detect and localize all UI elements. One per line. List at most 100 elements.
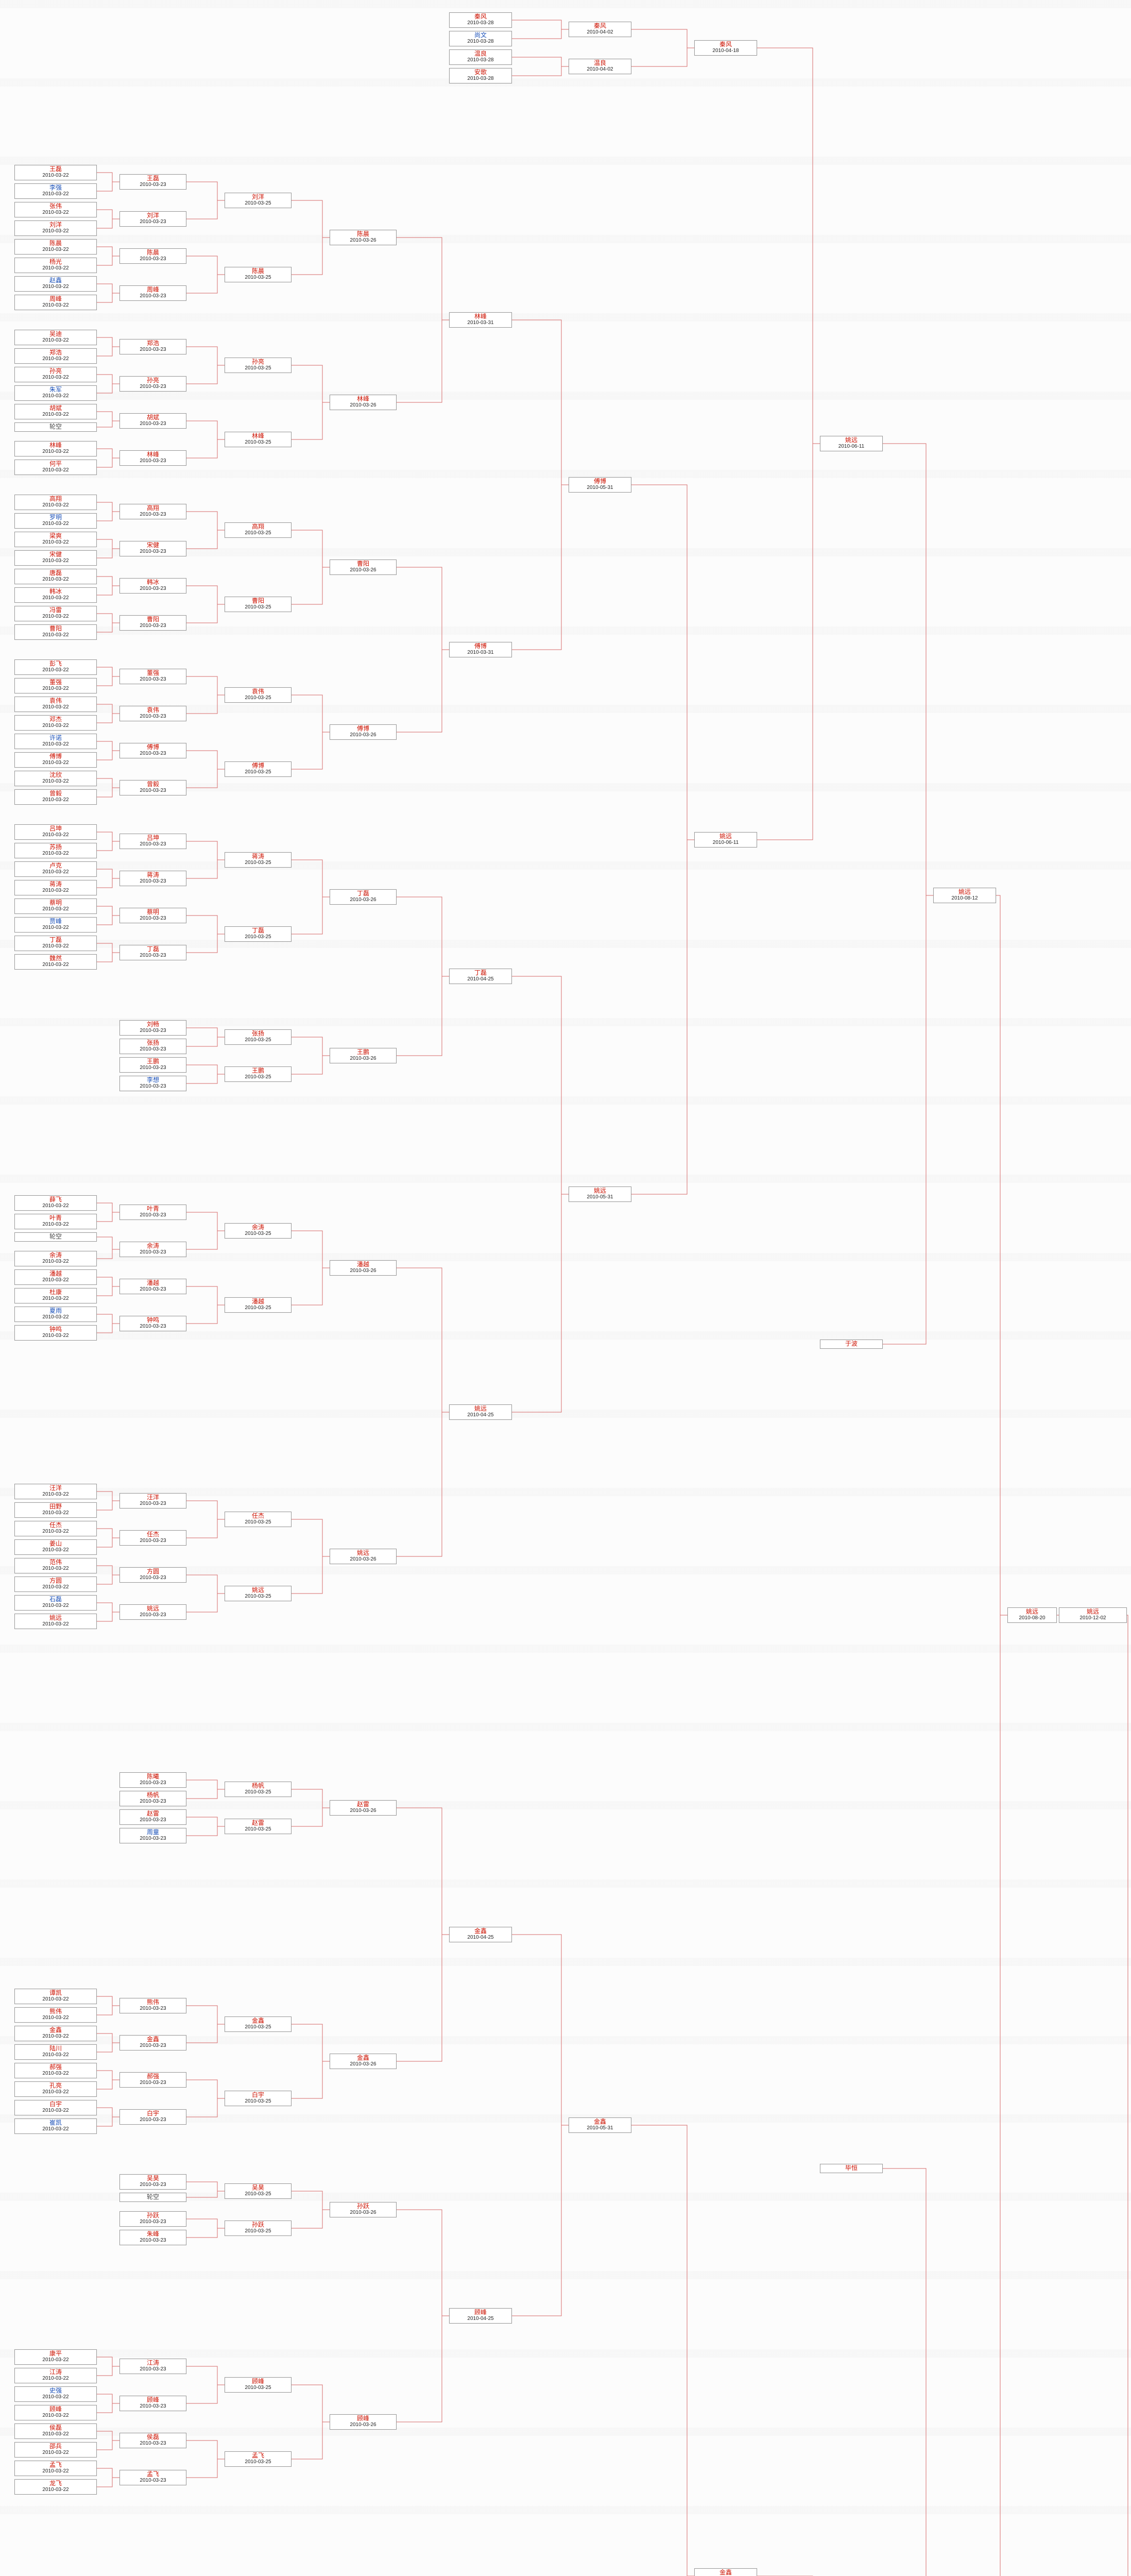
player-name-link[interactable]: 秦风 [474, 13, 487, 20]
player-name-link[interactable]: 刘洋 [251, 194, 264, 200]
player-name-link[interactable]: 白宇 [251, 2092, 264, 2098]
player-name-link[interactable]: 邵兵 [49, 2443, 62, 2450]
player-name-link[interactable]: 杨光 [49, 259, 62, 265]
player-name-link[interactable]: 姚远 [474, 1405, 487, 1412]
player-name-link[interactable]: 胡斌 [146, 414, 159, 421]
player-name-link[interactable]: 顾峰 [146, 2397, 159, 2403]
player-name-link[interactable]: 孙亮 [146, 377, 159, 384]
player-name-link[interactable]: 石磊 [49, 1596, 62, 1603]
player-name-link[interactable]: 张扬 [251, 1030, 264, 1037]
player-name-link[interactable]: 余涛 [146, 1243, 159, 1249]
player-name-link[interactable]: 魏然 [49, 955, 62, 962]
player-name-link[interactable]: 曾毅 [146, 781, 159, 788]
player-name-link[interactable]: 傅博 [593, 478, 606, 485]
player-name-link[interactable]: 温良 [593, 60, 606, 66]
player-name-link[interactable]: 姚远 [845, 437, 858, 444]
player-name-link[interactable]: 温良 [474, 50, 487, 57]
player-name-link[interactable]: 范伟 [49, 1559, 62, 1566]
player-name-link[interactable]: 林峰 [356, 396, 369, 402]
player-name-link[interactable]: 孟飞 [49, 2462, 62, 2468]
player-name-link[interactable]: 顾峰 [474, 2309, 487, 2316]
player-name-link[interactable]: 毕恒 [845, 2165, 858, 2172]
player-name-link[interactable]: 任杰 [146, 1531, 159, 1538]
player-name-link[interactable]: 任杰 [49, 1522, 62, 1529]
player-name-link[interactable]: 袁伟 [49, 698, 62, 704]
player-name-link[interactable]: 韩冰 [49, 588, 62, 595]
player-name-link[interactable]: 贾峰 [49, 918, 62, 925]
player-name-link[interactable]: 顾峰 [251, 2378, 264, 2385]
player-name-link[interactable]: 曾毅 [49, 790, 62, 797]
player-name-link[interactable]: 张伟 [49, 203, 62, 210]
player-name-link[interactable]: 周峰 [146, 286, 159, 293]
player-name-link[interactable]: 钟鸣 [146, 1317, 159, 1324]
player-name-link[interactable]: 方圆 [49, 1578, 62, 1584]
player-name-link[interactable]: 蔡明 [146, 909, 159, 916]
player-name-link[interactable]: 孟飞 [146, 2471, 159, 2478]
player-name-link[interactable]: 赵雷 [251, 1820, 264, 1826]
player-name-link[interactable]: 孟飞 [251, 2452, 264, 2459]
player-name-link[interactable]: 吕坤 [49, 825, 62, 832]
player-name-link[interactable]: 陆川 [49, 2045, 62, 2052]
player-name-link[interactable]: 姚远 [251, 1587, 264, 1594]
player-name-link[interactable]: 杨帆 [146, 1792, 159, 1799]
player-name-link[interactable]: 高翔 [49, 496, 62, 502]
player-name-link[interactable]: 韩冰 [146, 579, 159, 586]
player-name-link[interactable]: 周童 [146, 1829, 159, 1836]
player-name-link[interactable]: 赵雷 [356, 1801, 369, 1808]
player-name-link[interactable]: 孔亮 [49, 2082, 62, 2089]
player-name-link[interactable]: 顾峰 [356, 2415, 369, 2422]
player-name-link[interactable]: 傅博 [474, 643, 487, 650]
player-name-link[interactable]: 杨帆 [251, 1783, 264, 1789]
player-name-link[interactable]: 丁磊 [146, 946, 159, 953]
player-name-link[interactable]: 卢克 [49, 862, 62, 869]
player-name-link[interactable]: 余涛 [49, 1252, 62, 1259]
player-name-link[interactable]: 曹阳 [356, 561, 369, 567]
player-name-link[interactable]: 于波 [845, 1341, 858, 1347]
player-name-link[interactable]: 曹阳 [49, 625, 62, 632]
player-name-link[interactable]: 李想 [146, 1077, 159, 1083]
player-name-link[interactable]: 曹阳 [251, 598, 264, 604]
player-name-link[interactable]: 赵鑫 [49, 277, 62, 284]
player-name-link[interactable]: 曹阳 [146, 616, 159, 623]
player-name-link[interactable]: 安歌 [474, 69, 487, 76]
player-name-link[interactable]: 薛飞 [49, 1196, 62, 1203]
player-name-link[interactable]: 郝强 [146, 2073, 159, 2080]
player-name-link[interactable]: 傅博 [49, 753, 62, 760]
player-name-link[interactable]: 熊伟 [146, 1999, 159, 2006]
player-name-link[interactable]: 江涛 [146, 2360, 159, 2366]
player-name-link[interactable]: 尚文 [474, 32, 487, 39]
player-name-link[interactable]: 陈晨 [356, 231, 369, 238]
player-name-link[interactable]: 朱军 [49, 386, 62, 393]
player-name-link[interactable]: 吕坤 [146, 835, 159, 841]
player-name-link[interactable]: 姚远 [49, 1615, 62, 1621]
player-name-link[interactable]: 钟鸣 [49, 1326, 62, 1333]
player-name-link[interactable]: 林峰 [251, 433, 264, 439]
player-name-link[interactable]: 朱峰 [146, 2231, 159, 2238]
player-name-link[interactable]: 孙跃 [251, 2222, 264, 2228]
player-name-link[interactable]: 刘畅 [146, 1021, 159, 1028]
player-name-link[interactable]: 康平 [49, 2350, 62, 2357]
player-name-link[interactable]: 苏扬 [49, 844, 62, 851]
player-name-link[interactable]: 姚远 [958, 889, 971, 895]
player-name-link[interactable]: 金鑫 [593, 2119, 606, 2125]
player-name-link[interactable]: 许诺 [49, 735, 62, 741]
player-name-link[interactable]: 侯磊 [146, 2434, 159, 2441]
player-name-link[interactable]: 傅博 [251, 762, 264, 769]
player-name-link[interactable]: 杜康 [49, 1289, 62, 1296]
player-name-link[interactable]: 江涛 [49, 2369, 62, 2376]
player-name-link[interactable]: 陈晨 [251, 268, 264, 275]
player-name-link[interactable]: 刘洋 [49, 222, 62, 228]
player-name-link[interactable]: 吴迪 [49, 331, 62, 337]
player-name-link[interactable]: 赵雷 [146, 1810, 159, 1817]
player-name-link[interactable]: 秦风 [593, 23, 606, 29]
player-name-link[interactable]: 丁磊 [49, 937, 62, 943]
player-name-link[interactable]: 李强 [49, 184, 62, 191]
player-name-link[interactable]: 傅博 [146, 744, 159, 751]
player-name-link[interactable]: 郑浩 [146, 340, 159, 347]
player-name-link[interactable]: 汪洋 [49, 1485, 62, 1492]
player-name-link[interactable]: 彭飞 [49, 660, 62, 667]
player-name-link[interactable]: 蒋涛 [251, 853, 264, 860]
player-name-link[interactable]: 任杰 [251, 1513, 264, 1519]
player-name-link[interactable]: 潘越 [251, 1298, 264, 1305]
player-name-link[interactable]: 董强 [49, 679, 62, 686]
